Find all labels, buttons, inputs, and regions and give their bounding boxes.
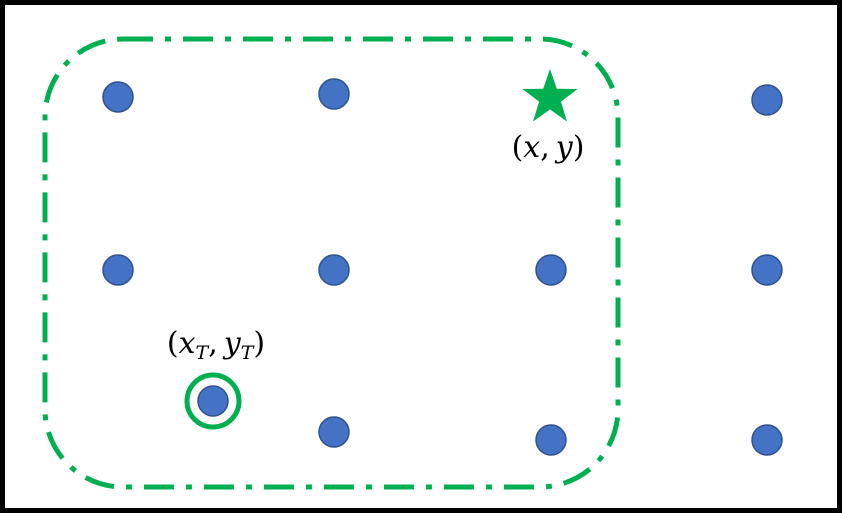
label-comma: , <box>540 130 550 165</box>
neighborhood-region <box>42 36 621 490</box>
label-x-subscript: T <box>196 342 210 364</box>
target-point-label: (xT,yT) <box>167 326 265 364</box>
grid-point <box>318 78 350 110</box>
label-close-paren: ) <box>573 130 585 165</box>
grid-point <box>102 254 134 286</box>
grid-point <box>751 424 783 456</box>
label-y: y <box>222 326 242 361</box>
grid-point <box>197 385 229 417</box>
label-y-subscript: T <box>241 342 255 364</box>
grid-point <box>318 416 350 448</box>
label-open-paren: ( <box>512 130 524 165</box>
star-icon <box>522 69 578 122</box>
grid-point <box>102 81 134 113</box>
target-ring-icon <box>184 372 242 430</box>
label-y: y <box>554 130 574 165</box>
label-close-paren: ) <box>253 326 265 361</box>
grid-point <box>751 84 783 116</box>
grid-point <box>751 254 783 286</box>
grid-point <box>318 254 350 286</box>
label-open-paren: ( <box>167 326 179 361</box>
query-point-label: (x,y) <box>512 130 585 165</box>
label-x: x <box>179 326 196 361</box>
grid-point <box>535 424 567 456</box>
grid-points <box>102 78 783 456</box>
label-comma: , <box>208 326 218 361</box>
grid-point <box>535 254 567 286</box>
label-x: x <box>523 130 540 165</box>
